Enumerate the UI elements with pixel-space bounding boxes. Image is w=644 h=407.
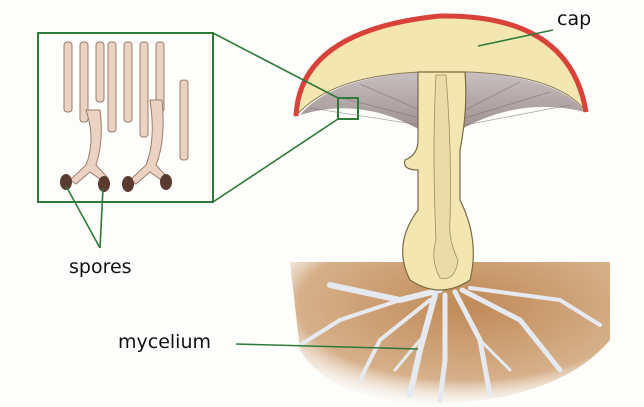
cap-leader-line: [477, 29, 554, 47]
mycelium-leader-line: [235, 343, 419, 350]
cap-rim: [293, 13, 589, 117]
hyphae-inset: [63, 41, 189, 185]
mycelium-threads: [298, 282, 602, 403]
stem-cavity: [433, 74, 459, 279]
mycelium-label: mycelium: [118, 331, 211, 353]
cap-label: cap: [557, 8, 592, 30]
magnified-area-marker: [337, 97, 359, 120]
spores-leader-line-2: [99, 187, 104, 249]
spores-label: spores: [69, 256, 132, 278]
spore-dots: [60, 174, 172, 192]
spores-leader-line-1: [65, 185, 101, 249]
